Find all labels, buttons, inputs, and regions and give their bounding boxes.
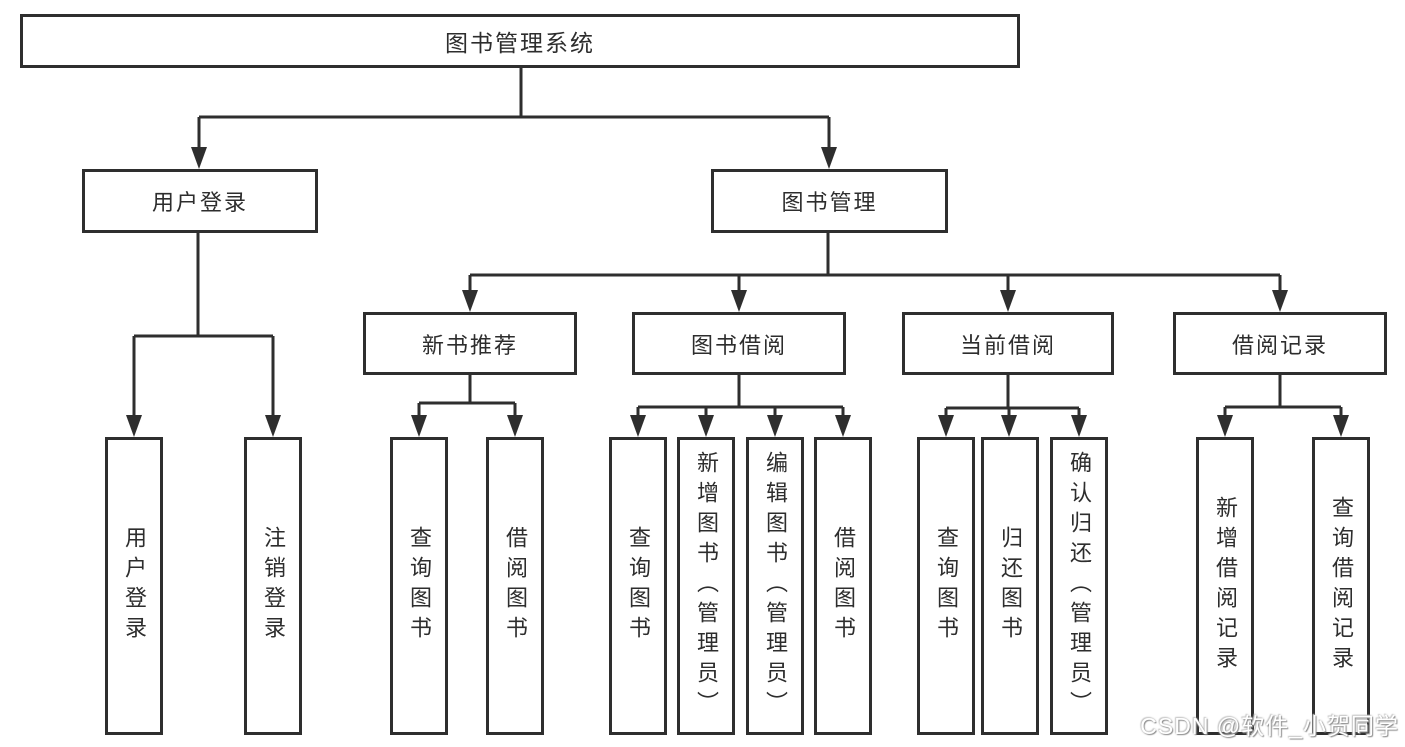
root-node: 图书管理系统 — [20, 14, 1020, 68]
leaf-query-books-borrow: 查询图书 — [609, 437, 667, 735]
leaf-user-login: 用户登录 — [105, 437, 163, 735]
leaf-logout: 注销登录 — [244, 437, 302, 735]
leaf-add-books-admin: 新增图书（管理员） — [677, 437, 735, 735]
node-user-login-label: 用户登录 — [151, 190, 248, 215]
watermark: CSDN @软件_小贺同学 — [1140, 713, 1399, 739]
leaf-query-books-recommend-label: 查询图书 — [407, 526, 432, 646]
root-node-label: 图书管理系统 — [445, 30, 595, 56]
leaf-query-books-current: 查询图书 — [917, 437, 975, 735]
node-book-borrowing: 图书借阅 — [632, 312, 846, 375]
leaf-add-borrow-record-label: 新增借阅记录 — [1213, 496, 1238, 676]
leaf-borrow-books-recommend: 借阅图书 — [486, 437, 544, 735]
node-user-login: 用户登录 — [82, 169, 318, 233]
node-book-management: 图书管理 — [711, 169, 948, 233]
leaf-add-books-admin-label: 新增图书（管理员） — [694, 451, 719, 721]
leaf-add-borrow-record: 新增借阅记录 — [1196, 437, 1254, 735]
node-borrowing-records-label: 借阅记录 — [1231, 332, 1328, 358]
leaf-user-login-label: 用户登录 — [122, 526, 147, 646]
node-new-book-recommend: 新书推荐 — [363, 312, 577, 375]
leaf-query-books-recommend: 查询图书 — [390, 437, 448, 735]
leaf-borrow-books-label: 借阅图书 — [831, 526, 856, 646]
leaf-borrow-books-recommend-label: 借阅图书 — [503, 526, 528, 646]
leaf-query-books-borrow-label: 查询图书 — [626, 526, 651, 646]
leaf-edit-books-admin-label: 编辑图书（管理员） — [763, 451, 788, 721]
leaf-confirm-return-admin: 确认归还（管理员） — [1050, 437, 1108, 735]
node-borrowing-records: 借阅记录 — [1173, 312, 1387, 375]
leaf-query-books-current-label: 查询图书 — [934, 526, 959, 646]
leaf-edit-books-admin: 编辑图书（管理员） — [746, 437, 804, 735]
node-current-borrowing: 当前借阅 — [902, 312, 1114, 375]
node-current-borrowing-label: 当前借阅 — [959, 332, 1056, 358]
leaf-query-borrow-record: 查询借阅记录 — [1312, 437, 1370, 735]
node-book-management-label: 图书管理 — [781, 190, 878, 215]
leaf-logout-label: 注销登录 — [261, 526, 286, 646]
node-book-borrowing-label: 图书借阅 — [690, 332, 787, 358]
leaf-return-books-label: 归还图书 — [998, 526, 1023, 646]
leaf-return-books: 归还图书 — [981, 437, 1039, 735]
leaf-confirm-return-admin-label: 确认归还（管理员） — [1067, 451, 1092, 721]
leaf-borrow-books: 借阅图书 — [814, 437, 872, 735]
node-new-book-recommend-label: 新书推荐 — [421, 332, 518, 358]
leaf-query-borrow-record-label: 查询借阅记录 — [1329, 496, 1354, 676]
